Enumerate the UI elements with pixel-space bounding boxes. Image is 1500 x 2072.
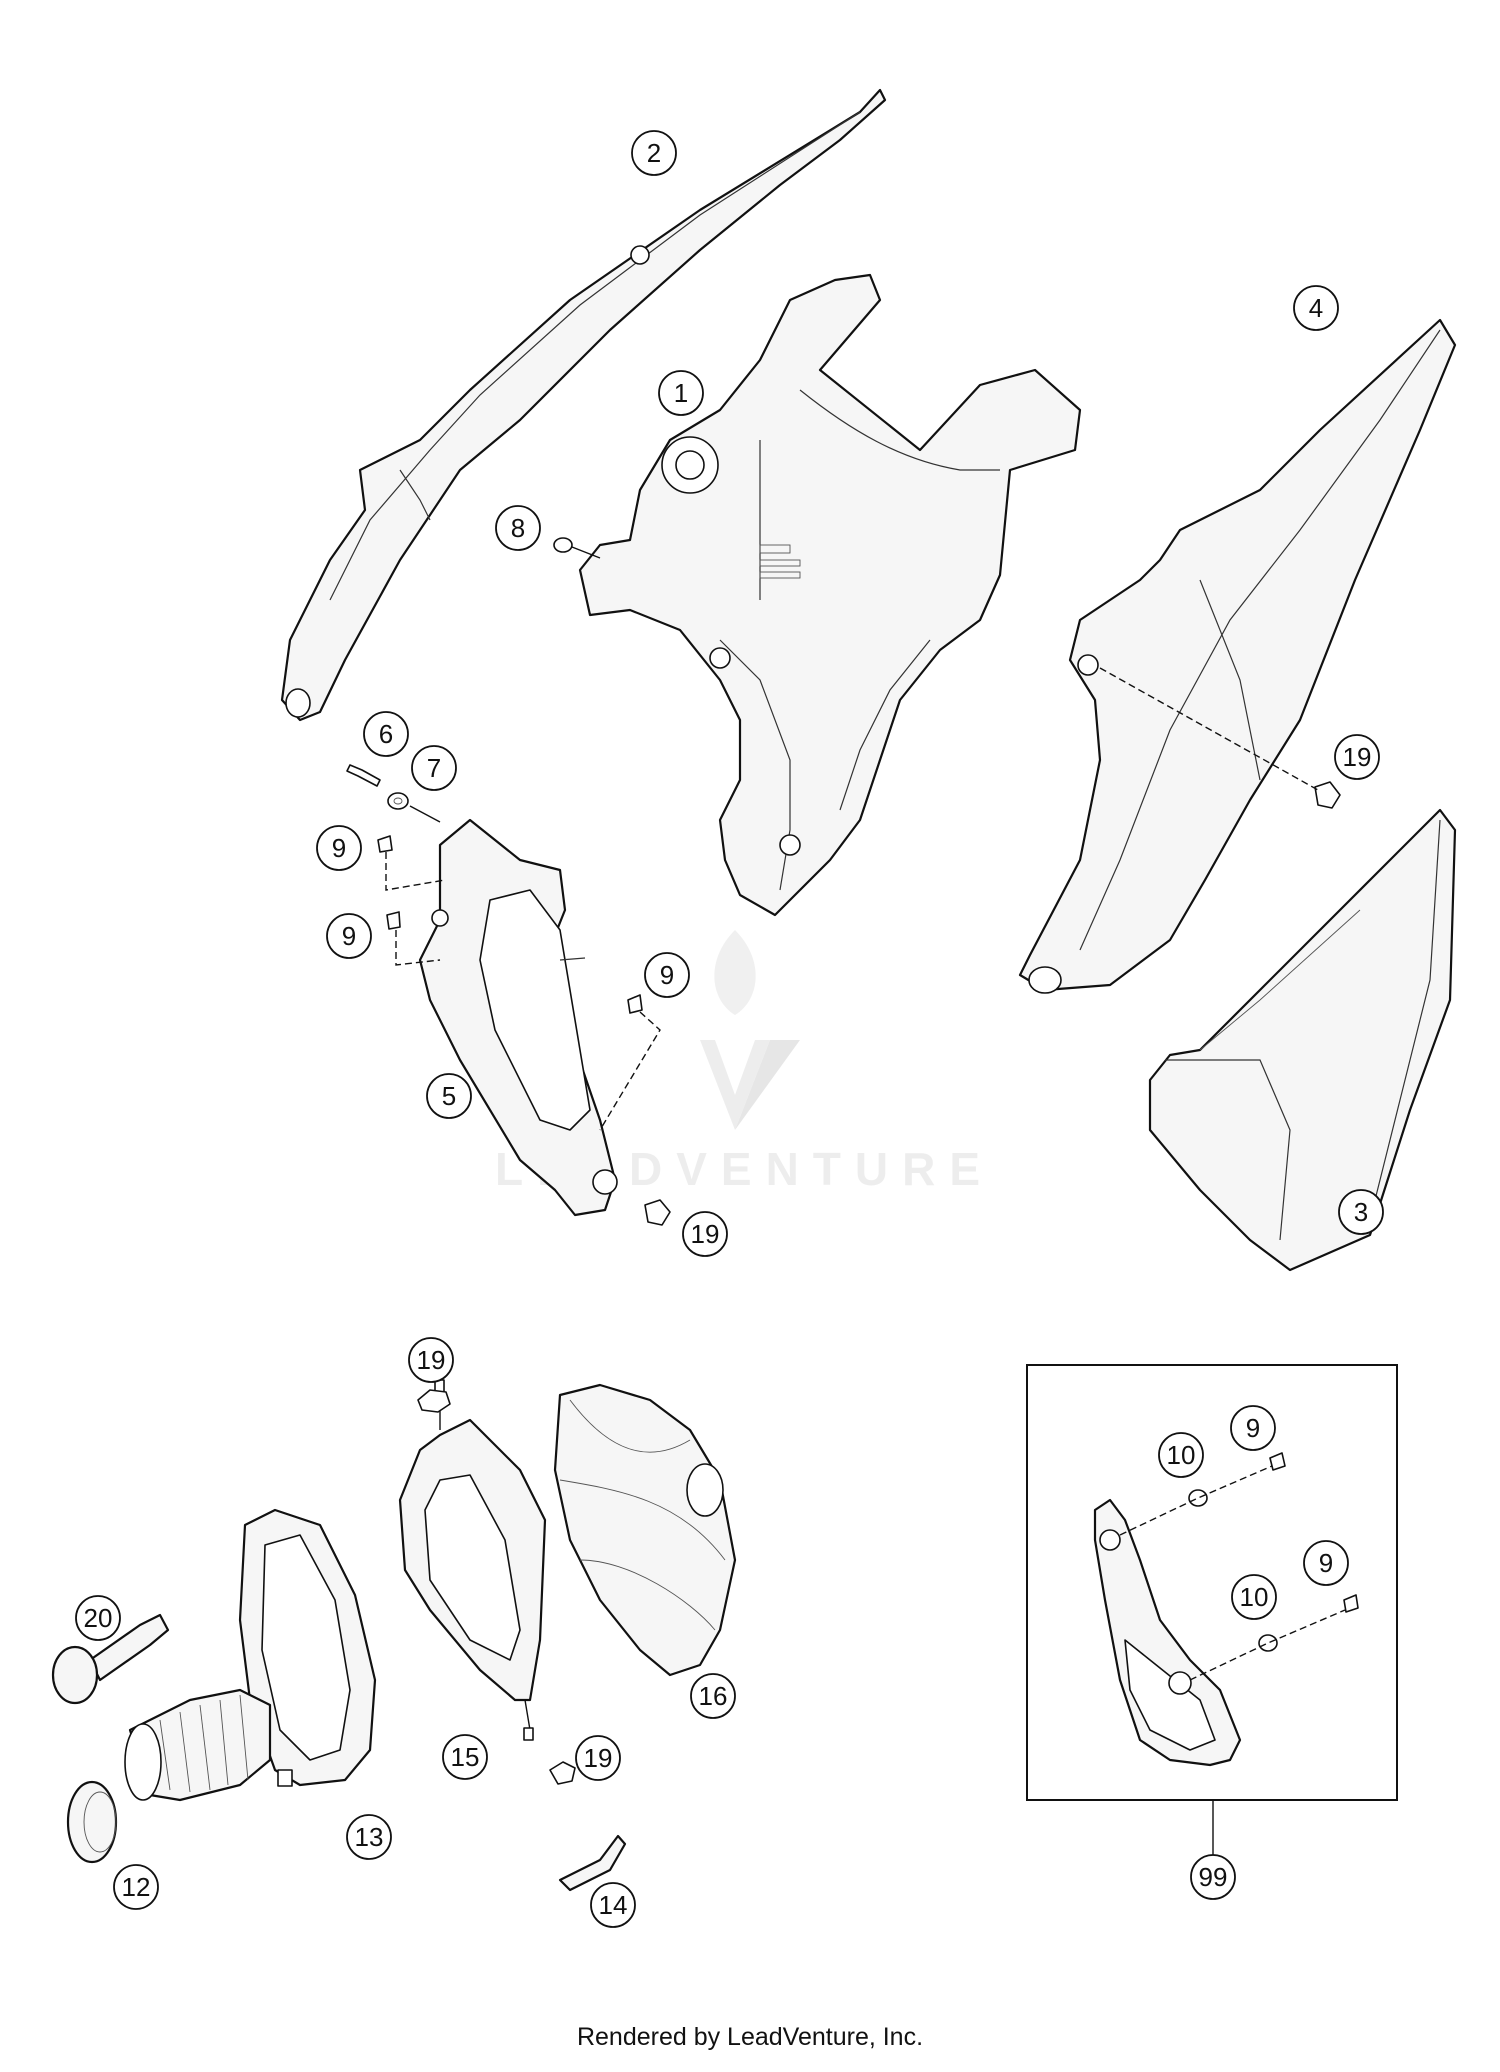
callout-9e[interactable]: 9 (1303, 1540, 1349, 1586)
hardware (346, 537, 1341, 1226)
callout-12[interactable]: 12 (113, 1864, 159, 1910)
callout-19a[interactable]: 19 (1334, 734, 1380, 780)
callout-9d-label: 9 (1246, 1413, 1260, 1443)
callout-14-label: 14 (599, 1890, 628, 1920)
callout-5-label: 5 (442, 1081, 456, 1111)
callout-15-label: 15 (451, 1742, 480, 1772)
callout-4[interactable]: 4 (1293, 285, 1339, 331)
footer-credit: Rendered by LeadVenture, Inc. (577, 2023, 923, 2051)
part-14-clip[interactable] (558, 1834, 627, 1892)
callout-3-label: 3 (1354, 1197, 1368, 1227)
callout-3[interactable]: 3 (1338, 1189, 1384, 1235)
part-3-side-cover[interactable] (1148, 808, 1457, 1272)
callout-12-label: 12 (122, 1872, 151, 1902)
part-20-plug[interactable] (51, 1613, 170, 1705)
callout-15[interactable]: 15 (442, 1734, 488, 1780)
callout-9b[interactable]: 9 (326, 913, 372, 959)
part-99-bracket[interactable] (1093, 1452, 1359, 1767)
callout-2[interactable]: 2 (631, 130, 677, 176)
callout-9c[interactable]: 9 (644, 952, 690, 998)
intake-boot (124, 1688, 272, 1802)
callout-7[interactable]: 7 (411, 745, 457, 791)
part-4-side-panel[interactable] (1018, 318, 1457, 994)
callout-5[interactable]: 5 (426, 1073, 472, 1119)
callout-13-label: 13 (355, 1822, 384, 1852)
callout-4-label: 4 (1309, 293, 1323, 323)
callout-19d[interactable]: 19 (575, 1735, 621, 1781)
part-16-filter-cover[interactable] (553, 1383, 737, 1677)
part-13-airbox-base[interactable] (238, 1508, 377, 1787)
part-99-kit-box (1026, 1364, 1398, 1855)
callouts: 1 2 3 4 5 6 7 8 9 9 9 19 19 19 19 20 13 … (75, 130, 1384, 1928)
callout-19b[interactable]: 19 (682, 1211, 728, 1257)
callout-2-label: 2 (647, 138, 661, 168)
callout-10b-label: 10 (1240, 1582, 1269, 1612)
part-2-trim-rail[interactable] (280, 88, 887, 722)
callout-19d-label: 19 (584, 1743, 613, 1773)
callout-16[interactable]: 16 (690, 1673, 736, 1719)
part-12-clamp[interactable] (66, 1780, 118, 1864)
callout-13[interactable]: 13 (346, 1814, 392, 1860)
callout-9a-label: 9 (332, 833, 346, 863)
callout-20-label: 20 (84, 1603, 113, 1633)
callout-99-label: 99 (1199, 1862, 1228, 1892)
callout-9b-label: 9 (342, 921, 356, 951)
callout-14[interactable]: 14 (590, 1882, 636, 1928)
part-1-airbox[interactable] (578, 273, 1082, 917)
callout-7-label: 7 (427, 753, 441, 783)
callout-8[interactable]: 8 (495, 505, 541, 551)
callout-16-label: 16 (699, 1681, 728, 1711)
callout-9d[interactable]: 9 (1230, 1405, 1276, 1451)
callout-19c-label: 19 (417, 1345, 446, 1375)
callout-99[interactable]: 99 (1190, 1854, 1236, 1900)
callout-10a-label: 10 (1167, 1440, 1196, 1470)
callout-19c[interactable]: 19 (408, 1337, 454, 1383)
callout-19a-label: 19 (1343, 742, 1372, 772)
callout-9e-label: 9 (1319, 1548, 1333, 1578)
callout-20[interactable]: 20 (75, 1595, 121, 1641)
callout-8-label: 8 (511, 513, 525, 543)
callout-1[interactable]: 1 (658, 370, 704, 416)
callout-6-label: 6 (379, 719, 393, 749)
part-15-filter-cage[interactable] (398, 1379, 547, 1741)
callout-10a[interactable]: 10 (1158, 1432, 1204, 1478)
callout-10b[interactable]: 10 (1231, 1574, 1277, 1620)
callout-9c-label: 9 (660, 960, 674, 990)
lower-grommets (417, 1389, 576, 1785)
callout-1-label: 1 (674, 378, 688, 408)
part-5-holder[interactable] (418, 818, 618, 1217)
callout-6[interactable]: 6 (363, 711, 409, 757)
callout-9a[interactable]: 9 (316, 825, 362, 871)
callout-19b-label: 19 (691, 1219, 720, 1249)
